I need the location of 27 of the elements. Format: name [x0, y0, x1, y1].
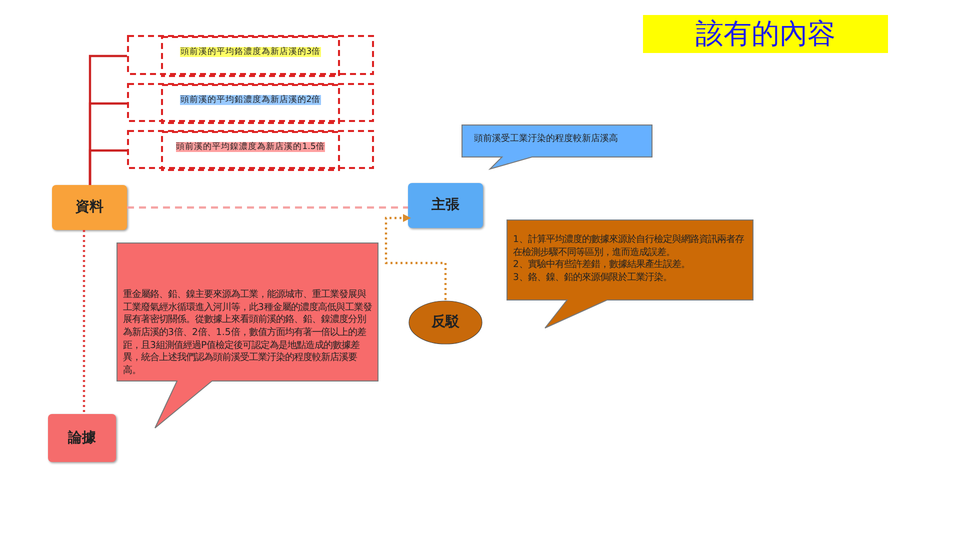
warrant-box: [48, 414, 116, 462]
data-box: [52, 185, 127, 230]
data-item-box: [127, 35, 374, 77]
connector-line: [127, 206, 408, 209]
node-label: 論據: [66, 428, 97, 448]
connector-line: [82, 230, 86, 414]
node-label: 主張: [430, 196, 460, 216]
data-item-text: 頭前溪的平均鉻濃度為新店溪的3倍: [179, 47, 322, 59]
data-item-text: 頭前溪的平均鎳濃度為新店溪的1.5倍: [175, 142, 326, 154]
data-item-box: [127, 83, 374, 124]
node-label: 反駁: [430, 313, 460, 332]
claim-box: [408, 183, 483, 228]
connector-line: [88, 149, 127, 185]
callout-text: 3、鉻、鎳、鉛的來源侷限於工業汙染。: [513, 272, 673, 285]
data-item-box: [127, 130, 374, 171]
callout-text: 1、計算平均濃度的數據來源於自行檢定與網路資訊兩者存在檢測步驟不同等區別，進而造成誤差。: [513, 234, 745, 259]
node-label: 資料: [74, 198, 104, 218]
rebuttal-ellipse: [408, 300, 483, 345]
title-banner: 該有的內容: [643, 15, 888, 53]
speech-bubble: [117, 243, 378, 429]
speech-bubble: [507, 220, 753, 329]
callout-text: 頭前溪受工業汙染的程度較新店溪高: [474, 133, 619, 146]
speech-bubble: [462, 125, 652, 169]
arrow: [384, 214, 447, 300]
callout-text: 2、實驗中有些許差錯，數據結果產生誤差。: [513, 259, 691, 272]
callout-text: 重金屬鉻、鉛、鎳主要來源為工業，能源城市、重工業發展與工業廢氣經水循環進入河川等，此3種金屬的濃度高低與工業發展有著密切關係。從數據上來看頭前溪的鉻、鉛、鎳濃度分別為新店溪的3倍、2倍、1.5倍，數值方面均有著一倍以上的差距，且3組測值經過P值檢定後可認定為是地點造成的數據差異，統合上述我們認為頭前溪受工業汙染的程度較新店溪要高。: [123, 289, 373, 378]
data-item-text: 頭前溪的平均鉛濃度為新店溪的2倍: [179, 94, 322, 106]
